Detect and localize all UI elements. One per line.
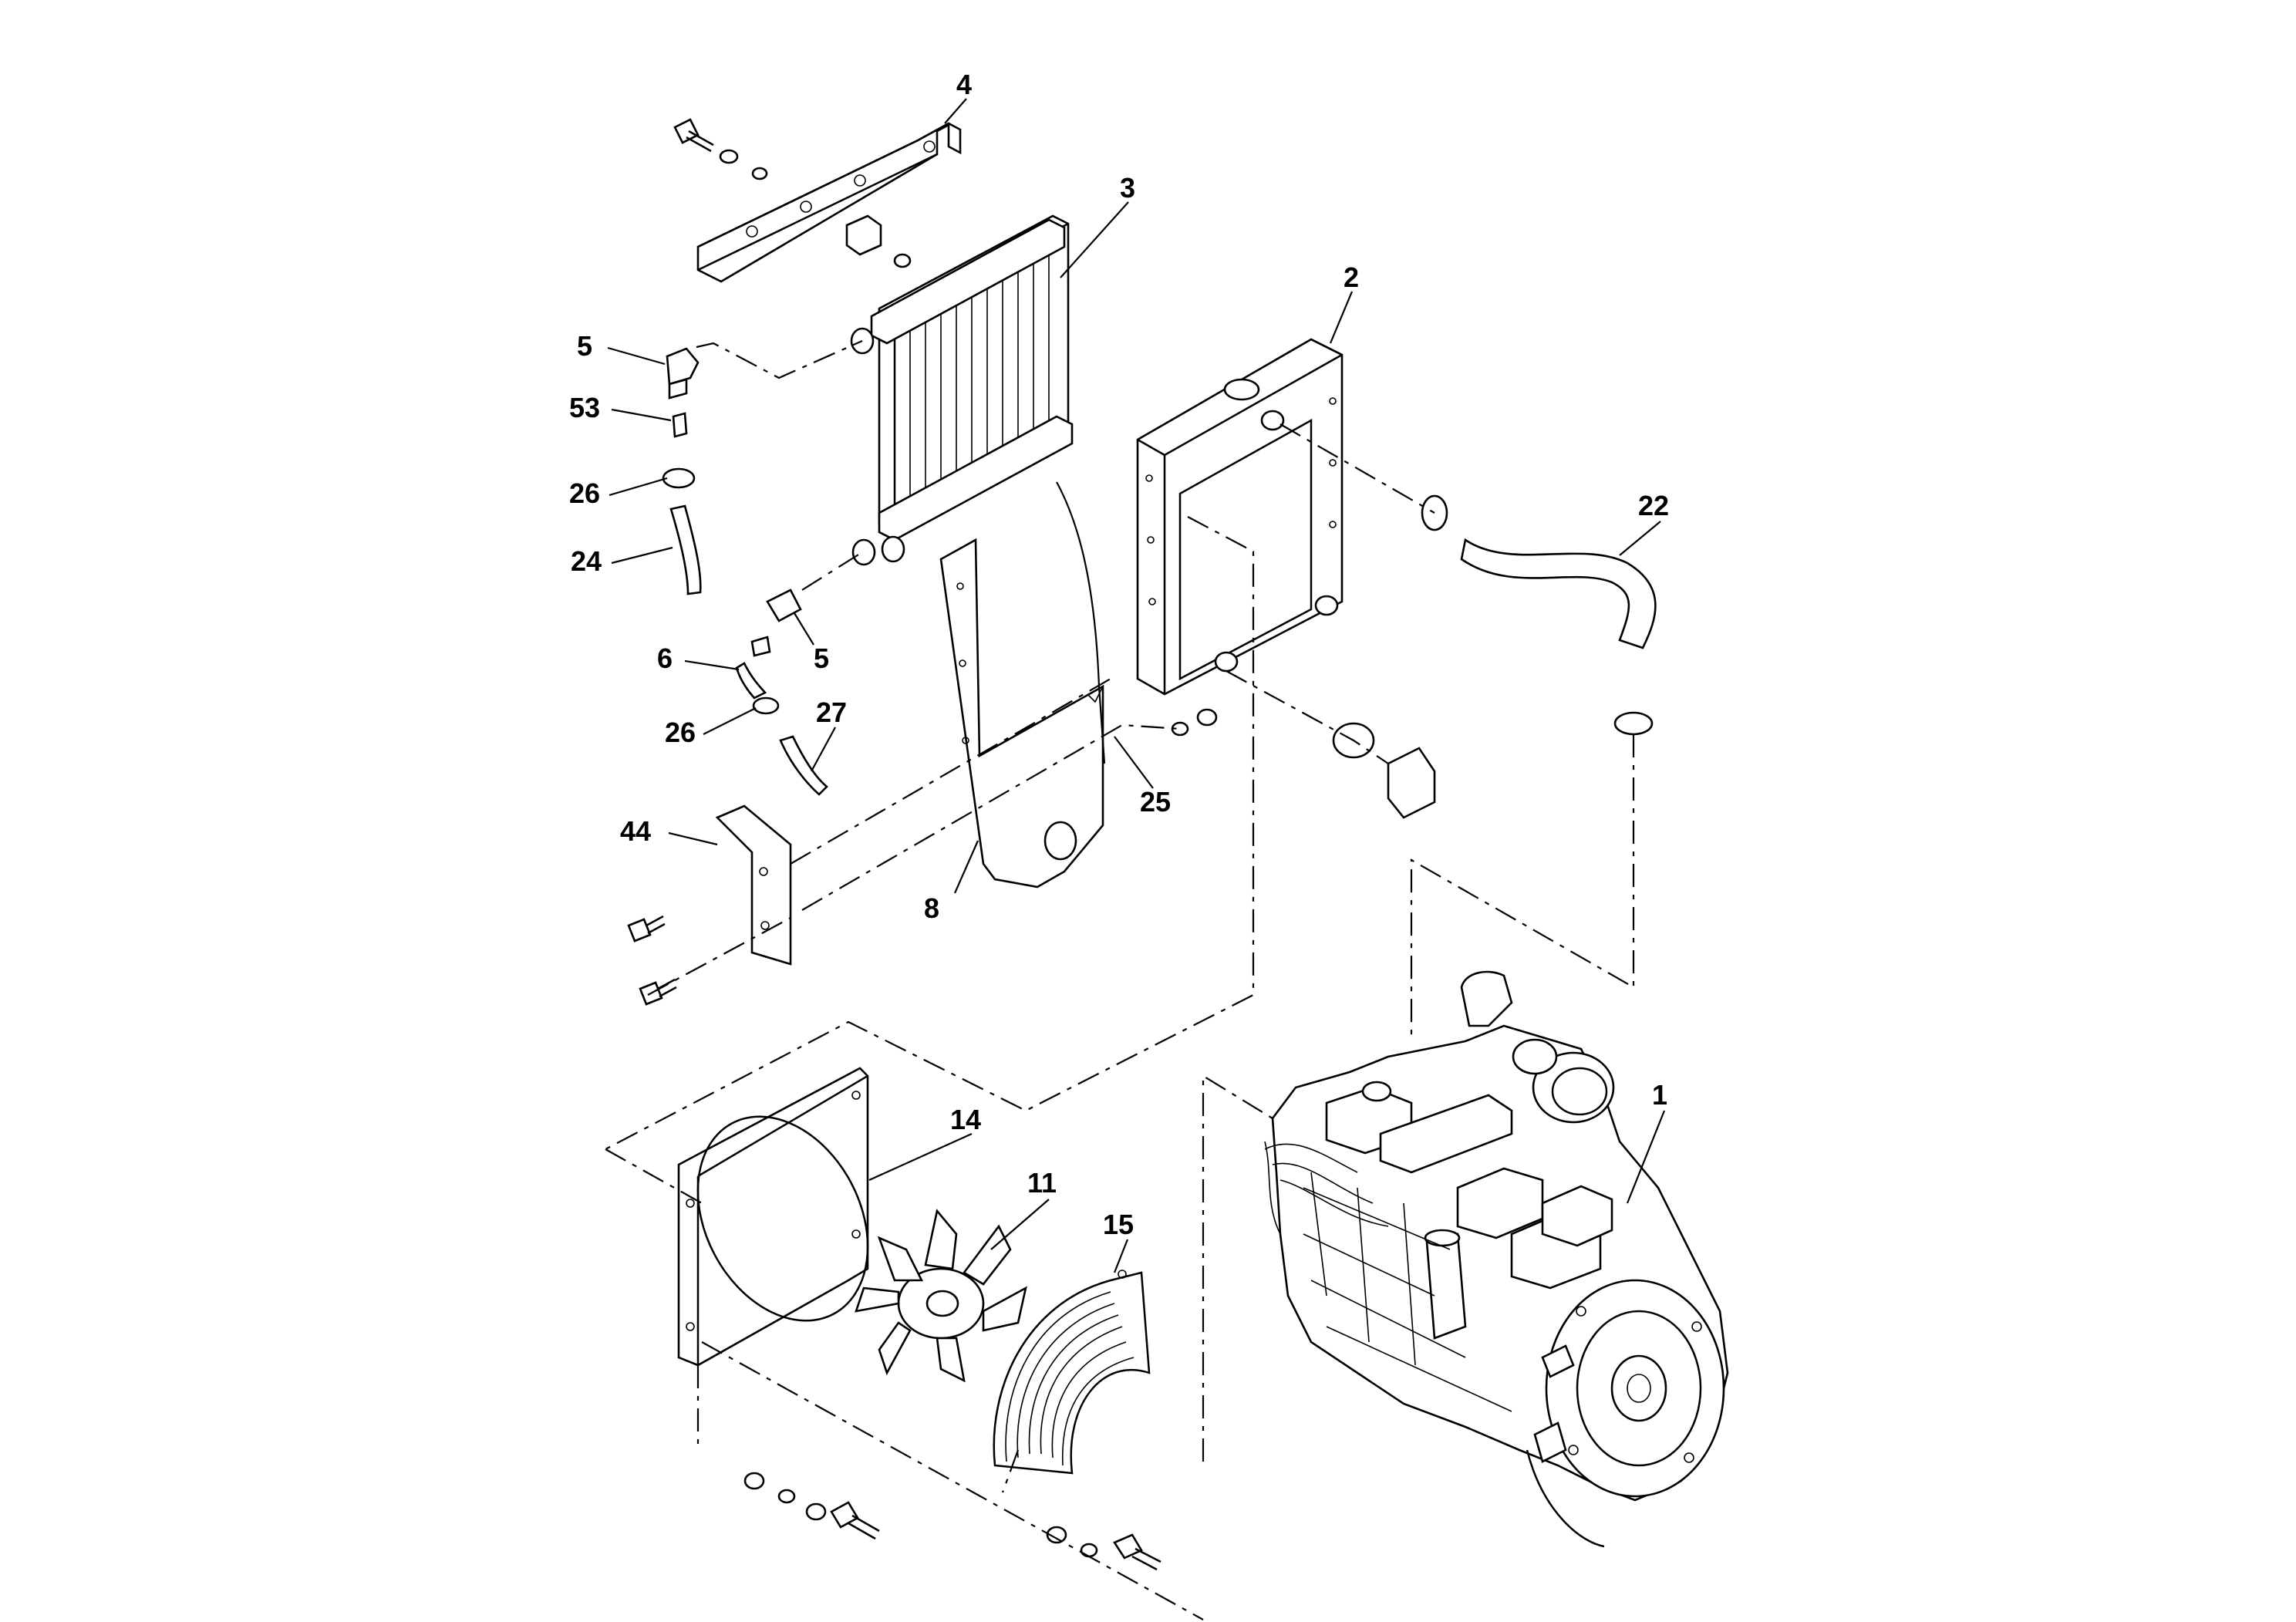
callout-11: 11 xyxy=(1027,1167,1057,1199)
fan-part-11 xyxy=(855,1209,1027,1383)
callout-8: 8 xyxy=(924,892,939,924)
bottom-fasteners xyxy=(743,1472,1161,1571)
callout-26-upper: 26 xyxy=(569,477,600,509)
upper-hose-part-22 xyxy=(1421,494,1657,736)
callout-53: 53 xyxy=(569,392,600,423)
callout-6: 6 xyxy=(657,642,673,674)
callout-44: 44 xyxy=(620,815,651,847)
engine-part-1 xyxy=(1264,970,1729,1548)
fitting-assembly-lower xyxy=(735,588,828,796)
radiator-part-2 xyxy=(1136,338,1344,696)
callout-4: 4 xyxy=(956,69,972,100)
washers-part-25 xyxy=(1171,708,1218,737)
callout-1: 1 xyxy=(1652,1079,1667,1111)
callout-15: 15 xyxy=(1103,1209,1134,1240)
callout-5-lower: 5 xyxy=(814,642,829,674)
fan-shroud-part-14 xyxy=(677,1067,869,1367)
oil-cooler-part-3 xyxy=(850,214,1074,566)
assembly-centerlines xyxy=(605,339,1635,1620)
bracket-part-4 xyxy=(673,118,962,283)
shroud-panel-part-8 xyxy=(939,481,1106,889)
plate-part-44 xyxy=(627,804,792,1006)
callout-14: 14 xyxy=(950,1104,981,1135)
callout-labels: 4 3 2 5 53 26 24 22 5 6 26 27 25 44 8 1 … xyxy=(569,69,1669,1240)
fan-guard-part-15 xyxy=(993,1270,1151,1475)
callout-27: 27 xyxy=(816,696,847,728)
callout-5-upper: 5 xyxy=(577,330,592,362)
fitting-assembly-left xyxy=(662,347,702,595)
leader-lines xyxy=(607,98,1666,1273)
callout-22: 22 xyxy=(1638,490,1669,521)
callout-3: 3 xyxy=(1120,172,1135,204)
callout-26-lower: 26 xyxy=(665,717,696,748)
callout-25: 25 xyxy=(1140,786,1171,818)
callout-24: 24 xyxy=(571,545,602,577)
callout-2: 2 xyxy=(1344,261,1359,293)
